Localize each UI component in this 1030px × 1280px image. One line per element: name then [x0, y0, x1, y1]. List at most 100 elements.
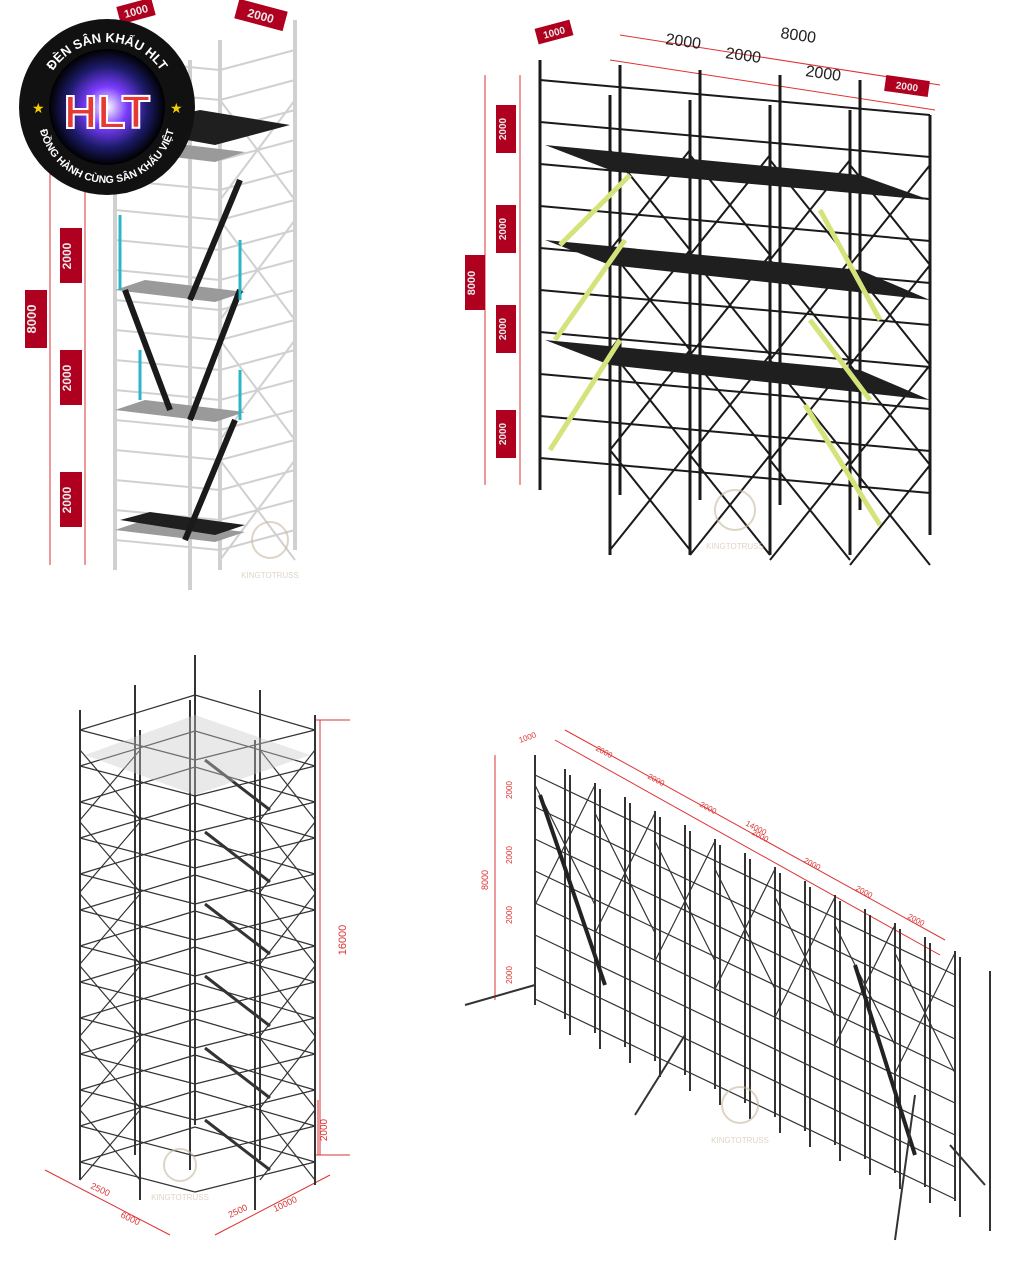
tower-frame	[113, 20, 297, 590]
scaffold-ledger	[194, 1018, 316, 1055]
scaffold-ledger	[194, 1054, 316, 1091]
scaffold-brace	[609, 449, 691, 551]
scaffold-brace	[849, 364, 931, 466]
ladder	[552, 238, 628, 342]
scaffold-ledger	[219, 349, 296, 371]
ladder	[204, 974, 271, 1028]
scaffold-brace	[79, 893, 141, 965]
dimension-lines: 8000 2000 2000 2000 2000 1000 14000	[480, 729, 946, 1000]
dim-level-label: 2000	[60, 242, 74, 269]
outrigger	[634, 1034, 686, 1116]
scaffold-ledger	[79, 874, 196, 911]
scaffold-ledger	[194, 694, 316, 731]
scaffold-ledger	[79, 837, 196, 869]
scaffold-ledger	[194, 801, 316, 833]
ladder	[547, 338, 623, 452]
deck-board	[115, 520, 245, 542]
scaffold-ledger	[114, 329, 221, 341]
dim-level-label: 2000	[498, 422, 509, 445]
scaffold-ledger	[79, 982, 196, 1019]
stage-scaffold-drawing: 8000 2000 2000 2000 2000 1000 2000 2000 …	[465, 19, 941, 566]
scaffold-ledger	[219, 199, 296, 221]
ladder	[817, 208, 883, 322]
diagram-stage-scaffold: 8000 2000 2000 2000 2000 1000 2000 2000 …	[460, 0, 1030, 600]
scaffold-ledger	[79, 1054, 196, 1091]
ladder	[122, 288, 173, 412]
scaffold-ledger	[219, 49, 296, 71]
dim-span-label: 2000	[895, 80, 919, 94]
scaffold-ledger	[194, 981, 316, 1013]
dim-span-label: 2000	[804, 63, 842, 85]
stage-frame	[538, 60, 932, 566]
deck-board	[115, 400, 245, 422]
ladder	[204, 758, 271, 812]
logo-initials: HLT	[64, 86, 150, 138]
scaffold-ledger	[534, 870, 956, 1072]
dim-base-label: 2500	[89, 1181, 111, 1199]
dim-level-label: 2000	[505, 781, 514, 799]
deck-board	[120, 512, 245, 535]
scaffold-ledger	[79, 909, 196, 941]
scaffold-ledger	[114, 359, 221, 371]
scaffold-brace	[654, 840, 716, 962]
dim-level-label: 2000	[498, 217, 509, 240]
scaffold-ledger	[79, 838, 196, 875]
ladder	[538, 794, 607, 986]
deck-board	[115, 280, 245, 302]
scaffold-ledger	[114, 209, 221, 221]
dim-span-label: 2000	[646, 772, 666, 789]
scaffold-ledger	[534, 902, 956, 1104]
dim-level-label: 2000	[505, 846, 514, 864]
scaffold-ledger	[79, 730, 196, 767]
scaffold-ledger	[114, 419, 221, 431]
scaffold-ledger	[194, 765, 316, 797]
scaffold-ledger	[194, 909, 316, 941]
scaffold-ledger	[539, 289, 931, 326]
scaffold-ledger	[219, 229, 296, 251]
ladder	[808, 318, 872, 402]
dim-total-width: 8000	[779, 25, 817, 47]
scaffold-ledger	[194, 1089, 316, 1121]
svg-text:KINGTOTRUSS: KINGTOTRUSS	[151, 1193, 209, 1202]
scaffold-brace	[219, 99, 296, 201]
scaffold-brace	[894, 952, 956, 1074]
dim-total-height: 8000	[466, 271, 478, 295]
scaffold-ledger	[194, 766, 316, 803]
scaffold-ledger	[194, 837, 316, 869]
scaffold-brace	[79, 749, 141, 821]
kingtotruss-watermark: KINGTOTRUSS	[711, 1086, 769, 1145]
scaffold-ledger	[219, 319, 296, 341]
dim-width-label: 2000	[246, 6, 276, 27]
scaffold-ledger	[114, 539, 221, 551]
scaffold-brace	[79, 821, 141, 893]
ladder	[204, 902, 271, 956]
svg-text:KINGTOTRUSS: KINGTOTRUSS	[241, 571, 299, 580]
scaffold-ledger	[79, 1125, 196, 1157]
diagram-tall-stair-tower: 16000 2000 2500 6000 2500 10000 KINGTOTR…	[30, 640, 380, 1260]
kingtotruss-watermark: KINGTOTRUSS	[706, 489, 764, 551]
dim-level-label: 2000	[60, 486, 74, 513]
dim-level-label: 2000	[505, 966, 514, 984]
scaffold-brace	[534, 784, 596, 906]
scaffold-brace	[219, 459, 296, 561]
scaffold-ledger	[219, 529, 296, 551]
scaffold-ledger	[194, 1053, 316, 1085]
dim-level-label: 2000	[60, 364, 74, 391]
tall-tower-drawing: 16000 2000 2500 6000 2500 10000 KINGTOTR…	[44, 655, 350, 1236]
scaffold-ledger	[219, 469, 296, 491]
scaffold-ledger	[79, 1018, 196, 1055]
diagram-stair-tower-small: 8000 2000 2000 2000 1000 2000 KINGTOTRUS…	[0, 0, 330, 600]
scaffold-ledger	[79, 946, 196, 983]
scaffold-ledger	[79, 910, 196, 947]
outrigger	[464, 984, 536, 1006]
scaffold-ledger	[79, 766, 196, 803]
scaffold-ledger	[79, 1090, 196, 1127]
scaffold-ledger	[194, 873, 316, 905]
star-icon: ★	[32, 100, 45, 116]
dimension-vertical: 8000 2000 2000 2000	[24, 90, 86, 565]
dim-level-label: 2000	[505, 906, 514, 924]
dim-span-label: 2000	[802, 856, 822, 873]
scaffold-ledger	[194, 910, 316, 947]
ladder	[204, 830, 271, 884]
scaffold-brace	[834, 924, 896, 1046]
